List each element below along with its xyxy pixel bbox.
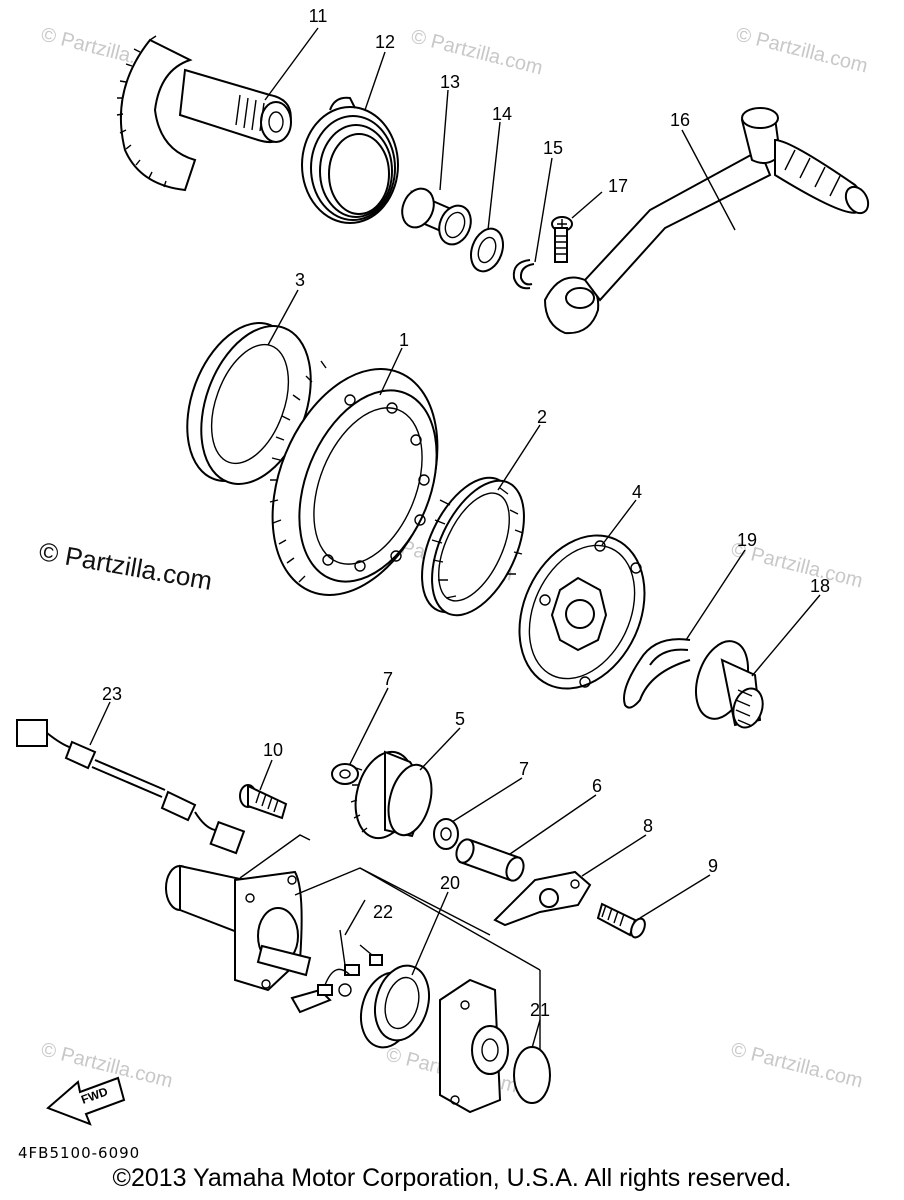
callout-5: 5	[455, 709, 465, 729]
part-5-gear	[350, 750, 433, 840]
part-2-bearing	[421, 476, 525, 617]
callout-4: 4	[632, 482, 642, 502]
callout-16: 16	[670, 110, 690, 130]
callout-11: 11	[309, 6, 328, 26]
part-end-cover	[439, 978, 509, 1114]
callout-labels: 11 12 13 14 15 17 16 3 1 2 4 19 18 7 5 7…	[102, 6, 830, 1020]
callout-13: 13	[440, 72, 460, 92]
callout-14: 14	[492, 104, 512, 124]
callout-8: 8	[643, 816, 653, 836]
part-20-seal	[360, 964, 430, 1049]
callout-7b: 7	[519, 759, 529, 779]
part-4-clutch	[518, 534, 646, 690]
watermark-faint: © Partzilla.com	[729, 1039, 865, 1093]
callout-9: 9	[708, 856, 718, 876]
callout-7a: 7	[383, 669, 393, 689]
part-12-spring	[301, 96, 399, 224]
part-9-bolt	[596, 902, 646, 939]
leader-lines	[89, 27, 821, 1049]
callout-20: 20	[440, 873, 460, 893]
callout-17: 17	[608, 176, 628, 196]
callout-21: 21	[530, 1000, 550, 1020]
fwd-arrow: FWD	[46, 1076, 126, 1126]
watermark-faint: © Partzilla.com	[409, 26, 545, 80]
callout-3: 3	[295, 270, 305, 290]
part-14-washer	[470, 227, 504, 273]
part-8-plate	[493, 870, 592, 927]
part-22-brush-set	[290, 929, 383, 1014]
callout-23: 23	[102, 684, 122, 704]
part-18-idler-gear	[695, 640, 764, 729]
part-3-ring	[186, 322, 312, 485]
part-11-kick-shaft	[116, 35, 292, 192]
callout-18: 18	[810, 576, 830, 596]
part-1-starter-gear	[269, 360, 439, 596]
part-7-washer-a	[331, 763, 359, 785]
group-lines	[239, 834, 541, 1050]
part-19-circlip	[623, 638, 691, 709]
callout-1: 1	[399, 330, 409, 350]
watermark-faint: © Partzilla.com	[734, 24, 870, 78]
part-23-lead-wire	[16, 719, 246, 855]
part-13-collar	[401, 187, 472, 246]
callout-12: 12	[375, 32, 395, 52]
callout-22: 22	[373, 902, 393, 922]
callout-6: 6	[592, 776, 602, 796]
part-16-kick-crank	[543, 107, 870, 335]
part-17-bolt	[551, 216, 573, 263]
diagram-code: 4FB5100-6090	[18, 1144, 141, 1162]
part-21-o-ring	[513, 1046, 551, 1104]
part-6-shaft	[455, 838, 525, 882]
part-15-circlip	[512, 259, 535, 290]
callout-15: 15	[543, 138, 563, 158]
callout-2: 2	[537, 407, 547, 427]
copyright-notice: ©2013 Yamaha Motor Corporation, U.S.A. A…	[112, 1164, 792, 1192]
part-22-starter-motor	[165, 864, 312, 992]
part-10-bolt	[239, 784, 288, 820]
callout-19: 19	[737, 530, 757, 550]
part-7-washer-b	[433, 818, 459, 850]
callout-10: 10	[263, 740, 283, 760]
